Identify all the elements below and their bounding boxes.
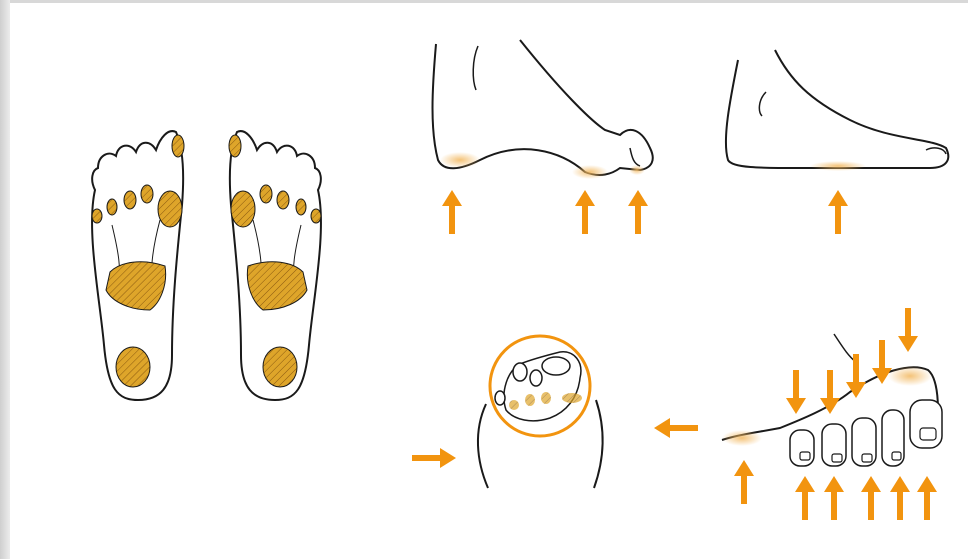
toes-squeeze-panel bbox=[412, 336, 698, 488]
arrow-left-icon bbox=[654, 418, 698, 438]
arrow-up-icon bbox=[917, 476, 937, 520]
soles-panel bbox=[92, 131, 321, 400]
arrow-down-icon bbox=[846, 354, 866, 398]
arrow-up-icon bbox=[828, 190, 848, 234]
toes-grip-panel bbox=[722, 308, 942, 520]
left-sole bbox=[92, 131, 184, 400]
flat-foot-panel bbox=[726, 50, 948, 234]
arrow-up-icon bbox=[890, 476, 910, 520]
arrow-up-icon bbox=[824, 476, 844, 520]
arrow-up-icon bbox=[734, 460, 754, 504]
arrow-up-icon bbox=[628, 190, 648, 234]
raised-foot-panel bbox=[433, 40, 653, 234]
arrow-down-icon bbox=[820, 370, 840, 414]
arrow-down-icon bbox=[786, 370, 806, 414]
arrow-up-icon bbox=[575, 190, 595, 234]
arrow-right-icon bbox=[412, 448, 456, 468]
arrow-up-icon bbox=[795, 476, 815, 520]
arrow-up-icon bbox=[861, 476, 881, 520]
arrow-up-icon bbox=[442, 190, 462, 234]
right-sole bbox=[229, 131, 321, 400]
arrow-down-icon bbox=[898, 308, 918, 352]
